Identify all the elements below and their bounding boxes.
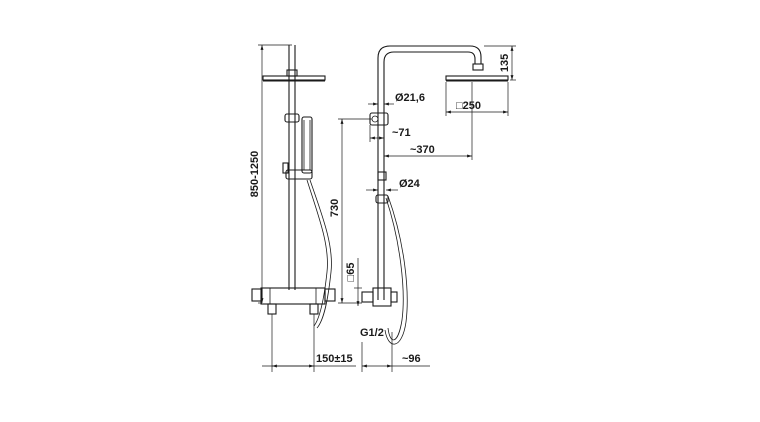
rail-height-label: 730 — [329, 199, 341, 217]
arm-reach-label: ~370 — [410, 144, 435, 156]
head-size-label: □250 — [456, 100, 481, 112]
inlet-spacing-label: 150±15 — [316, 353, 353, 365]
riser-diameter-label: Ø24 — [399, 178, 421, 190]
head-drop-label: 135 — [499, 54, 511, 72]
wall-offset-label: ~96 — [402, 353, 421, 365]
mixer-box-label: □65 — [345, 263, 357, 282]
pipe-diameter-label: Ø21,6 — [395, 92, 425, 104]
thread-label: G1/2 — [360, 327, 384, 339]
side-view: 135 Ø21,6 □250 ~71 ~370 Ø24 730 □65 — [329, 45, 516, 372]
total-height-label: 850-1250 — [249, 151, 261, 198]
handle-offset-label: ~71 — [392, 127, 411, 139]
front-view: 850-1250 150±15 — [249, 44, 356, 372]
